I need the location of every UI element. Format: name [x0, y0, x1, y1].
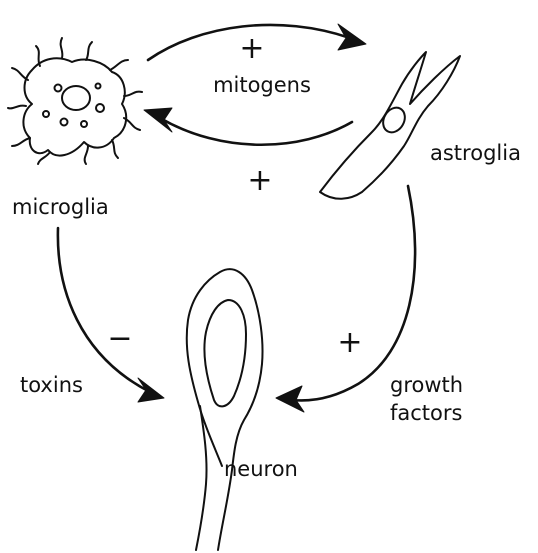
- return-arrow: [160, 118, 352, 145]
- microglia-vacuole: [55, 85, 62, 92]
- return-plus-sign: +: [247, 163, 272, 198]
- astroglia-label: astroglia: [430, 141, 521, 165]
- growth-factors-arrowhead: [276, 386, 304, 412]
- microglia-nucleus: [62, 86, 90, 110]
- toxins-minus-sign: −: [107, 321, 132, 356]
- microglia-vacuole: [96, 84, 101, 89]
- microglia-vacuole: [61, 119, 68, 126]
- growth-label-line1: growth: [390, 373, 463, 397]
- neuron-cell: [187, 269, 263, 550]
- toxins-arrowhead: [138, 378, 164, 402]
- growth-label-line2: factors: [390, 401, 462, 425]
- microglia-label: microglia: [12, 195, 109, 219]
- astroglia-cell: [320, 52, 460, 199]
- mitogens-arrowhead: [338, 24, 366, 50]
- microglia-vacuole: [81, 121, 87, 127]
- neuron-axon: [196, 406, 207, 550]
- microglia-vacuole: [96, 104, 104, 112]
- microglia-cell: [8, 38, 142, 164]
- neuron-nucleus: [204, 300, 246, 406]
- astroglia-nucleus: [379, 104, 409, 137]
- neuron-body: [187, 269, 263, 550]
- neuron-label: neuron: [224, 457, 298, 481]
- mitogens-label: mitogens: [213, 73, 311, 97]
- astroglia-body: [320, 52, 460, 199]
- return-arrowhead: [144, 108, 172, 132]
- microglia-body: [23, 58, 126, 155]
- microglia-vacuole: [43, 111, 49, 117]
- growth-plus-sign: +: [337, 325, 362, 360]
- toxins-arrow: [58, 228, 150, 392]
- mitogens-plus-sign: +: [239, 31, 264, 66]
- toxins-label: toxins: [20, 373, 83, 397]
- growth-factors-arrow: [292, 186, 415, 400]
